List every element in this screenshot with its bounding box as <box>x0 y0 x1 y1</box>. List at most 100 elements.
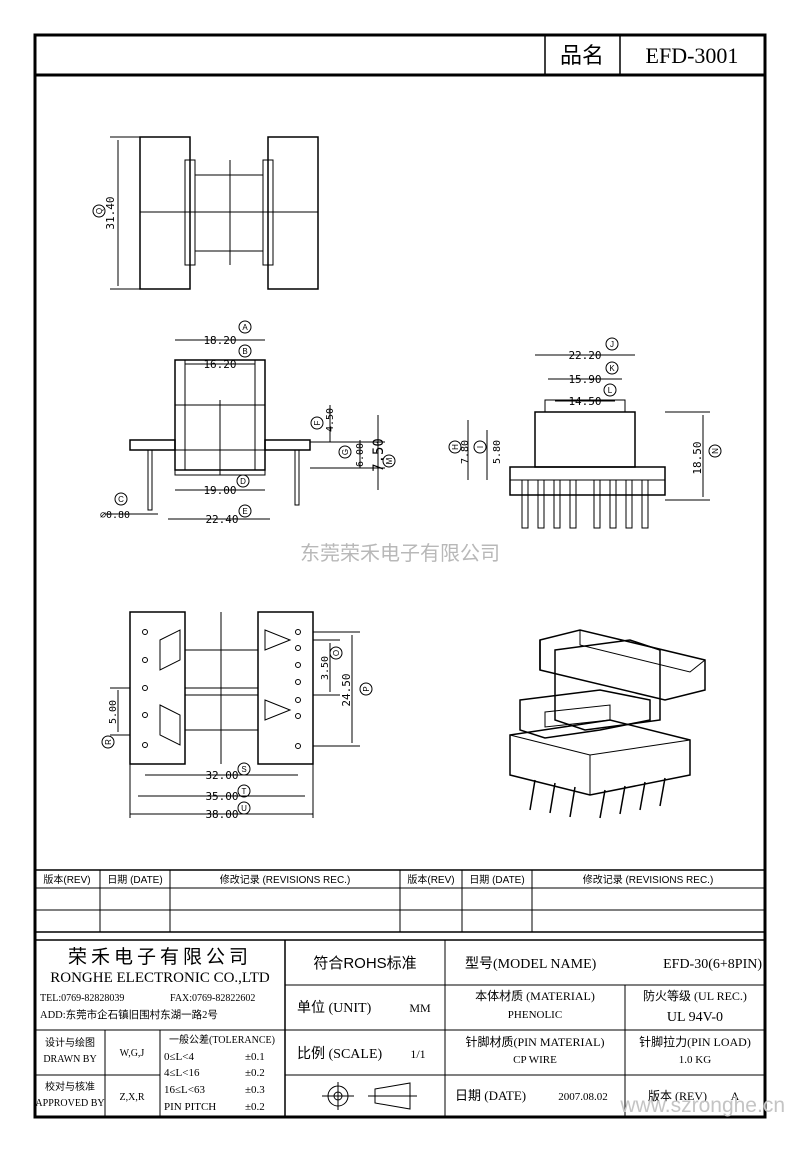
date-col-right: 日期 (DATE) <box>469 874 524 886</box>
dim-H: 7.80 <box>460 440 471 464</box>
label-A: A <box>242 323 248 332</box>
label-K: K <box>609 364 615 373</box>
rohs: 符合ROHS标准 <box>313 955 416 972</box>
model-label: 型号(MODEL NAME) <box>465 956 597 972</box>
part-number: EFD-3001 <box>646 43 739 68</box>
tol4v: ±0.2 <box>245 1101 265 1113</box>
label-J: J <box>610 340 614 349</box>
dim-I: 5.80 <box>492 440 503 464</box>
pin-holes <box>142 629 301 749</box>
pin-load-label: 针脚拉力(PIN LOAD) <box>639 1034 751 1049</box>
side-view: 22.20 J 15.90 K 14.50 L 7.80 H 5.80 I 18… <box>448 337 722 529</box>
label-M: M <box>385 457 394 464</box>
ul-label: 防火等级 (UL REC.) <box>643 988 747 1003</box>
tolerance-title: 一般公差(TOLERANCE) <box>169 1033 275 1046</box>
pin-load: 1.0 KG <box>679 1054 711 1066</box>
date: 2007.08.02 <box>558 1091 608 1103</box>
label-N: N <box>711 448 720 454</box>
label-O: O <box>332 650 341 656</box>
projection-symbol-icon <box>322 1082 417 1110</box>
tol2: 4≤L<16 <box>164 1067 200 1079</box>
dim-F: 4.50 <box>325 408 336 432</box>
tol3v: ±0.3 <box>245 1084 265 1096</box>
dim-T: 35.00 <box>205 790 238 803</box>
dim-O: 3.50 <box>320 656 331 680</box>
company-name-cn: 荣禾电子有限公司 <box>68 946 252 968</box>
dim-A: 18.20 <box>203 334 236 347</box>
front-view: 18.20 A 16.20 B 19.00 D 22.40 E ⌀0.80 C … <box>100 320 396 526</box>
ul: UL 94V-0 <box>667 1010 723 1025</box>
dim-height: 31.40 <box>104 196 117 229</box>
label-S: S <box>241 765 246 774</box>
label-D: D <box>240 477 246 486</box>
watermark-company: 东莞荣禾电子有限公司 <box>300 542 500 565</box>
model: EFD-30(6+8PIN) <box>663 957 762 972</box>
dim-G: 6.00 <box>355 443 366 467</box>
label-B: B <box>242 347 247 356</box>
label-Q: Q <box>95 208 104 214</box>
dim-S: 32.00 <box>205 769 238 782</box>
dim-E: 22.40 <box>205 513 238 526</box>
tol1: 0≤L<4 <box>164 1051 194 1063</box>
bottom-view: 3.50 O 24.50 P 5.00 R 32.00 S 35.00 T 38… <box>101 611 373 821</box>
dim-J: 22.20 <box>568 349 601 362</box>
rev-col-right: 版本(REV) <box>407 873 454 886</box>
dim-N: 18.50 <box>691 441 704 474</box>
label-G: G <box>341 449 350 455</box>
tol2v: ±0.2 <box>245 1067 265 1079</box>
dim-M: 7.50 <box>371 438 387 472</box>
label-H: H <box>451 444 460 450</box>
date-col-left: 日期 (DATE) <box>107 874 162 886</box>
label-E: E <box>242 507 247 516</box>
design-label: 设计与绘图 <box>45 1036 95 1049</box>
company-name-en: RONGHE ELECTRONIC CO.,LTD <box>50 970 270 986</box>
rec-col-left: 修改记录 (REVISIONS REC.) <box>220 873 351 886</box>
design-label-en: DRAWN BY <box>43 1054 96 1065</box>
dim-U: 38.00 <box>205 808 238 821</box>
unit: MM <box>409 1001 431 1015</box>
dim-B: 16.20 <box>203 358 236 371</box>
dim-D: 19.00 <box>203 484 236 497</box>
label-L: L <box>608 386 613 395</box>
design-by: W,G,J <box>120 1048 145 1059</box>
rev-col-left: 版本(REV) <box>43 873 90 886</box>
part-name-label: 品名 <box>560 43 604 68</box>
date-label: 日期 (DATE) <box>455 1088 526 1103</box>
company-fax: FAX:0769-82822602 <box>170 993 255 1004</box>
tol3: 16≤L<63 <box>164 1084 205 1096</box>
check-by: Z,X,R <box>120 1092 145 1103</box>
scale-label: 比例 (SCALE) <box>297 1046 382 1062</box>
dim-K: 15.90 <box>568 373 601 386</box>
label-F: F <box>313 420 322 425</box>
label-I: I <box>476 446 485 448</box>
label-T: T <box>242 787 247 796</box>
company-tel: TEL:0769-82828039 <box>40 993 124 1004</box>
material-label: 本体材质 (MATERIAL) <box>475 989 595 1003</box>
rev-label: 版本 (REV) <box>648 1089 707 1103</box>
top-view: 31.40 Q <box>92 136 319 290</box>
label-C: C <box>118 495 124 504</box>
dim-L: 14.50 <box>568 395 601 408</box>
watermark-url: www.szronghe.cn <box>619 1094 785 1117</box>
pins-iso <box>529 777 666 819</box>
check-label: 校对与核准 <box>45 1080 95 1093</box>
scale: 1/1 <box>410 1047 425 1061</box>
pin-material: CP WIRE <box>513 1054 557 1066</box>
unit-label: 单位 (UNIT) <box>297 1000 372 1016</box>
dim-R: 5.00 <box>108 700 119 724</box>
tol1v: ±0.1 <box>245 1051 265 1063</box>
rec-col-right: 修改记录 (REVISIONS REC.) <box>583 873 714 886</box>
isometric-view <box>509 629 706 819</box>
label-P: P <box>362 686 371 691</box>
tol4: PIN PITCH <box>164 1101 216 1113</box>
check-label-en: APPROVED BY <box>35 1098 104 1109</box>
label-U: U <box>241 804 247 813</box>
revision-table: 版本(REV) 日期 (DATE) 修改记录 (REVISIONS REC.) … <box>34 869 766 933</box>
material: PHENOLIC <box>508 1009 562 1021</box>
company-address: ADD:东莞市企石镇旧围村东湖一路2号 <box>40 1008 218 1021</box>
dim-C: ⌀0.80 <box>100 510 130 521</box>
pins-side <box>521 479 649 529</box>
label-R: R <box>104 739 113 745</box>
title-block: 荣禾电子有限公司 RONGHE ELECTRONIC CO.,LTD TEL:0… <box>34 939 785 1118</box>
